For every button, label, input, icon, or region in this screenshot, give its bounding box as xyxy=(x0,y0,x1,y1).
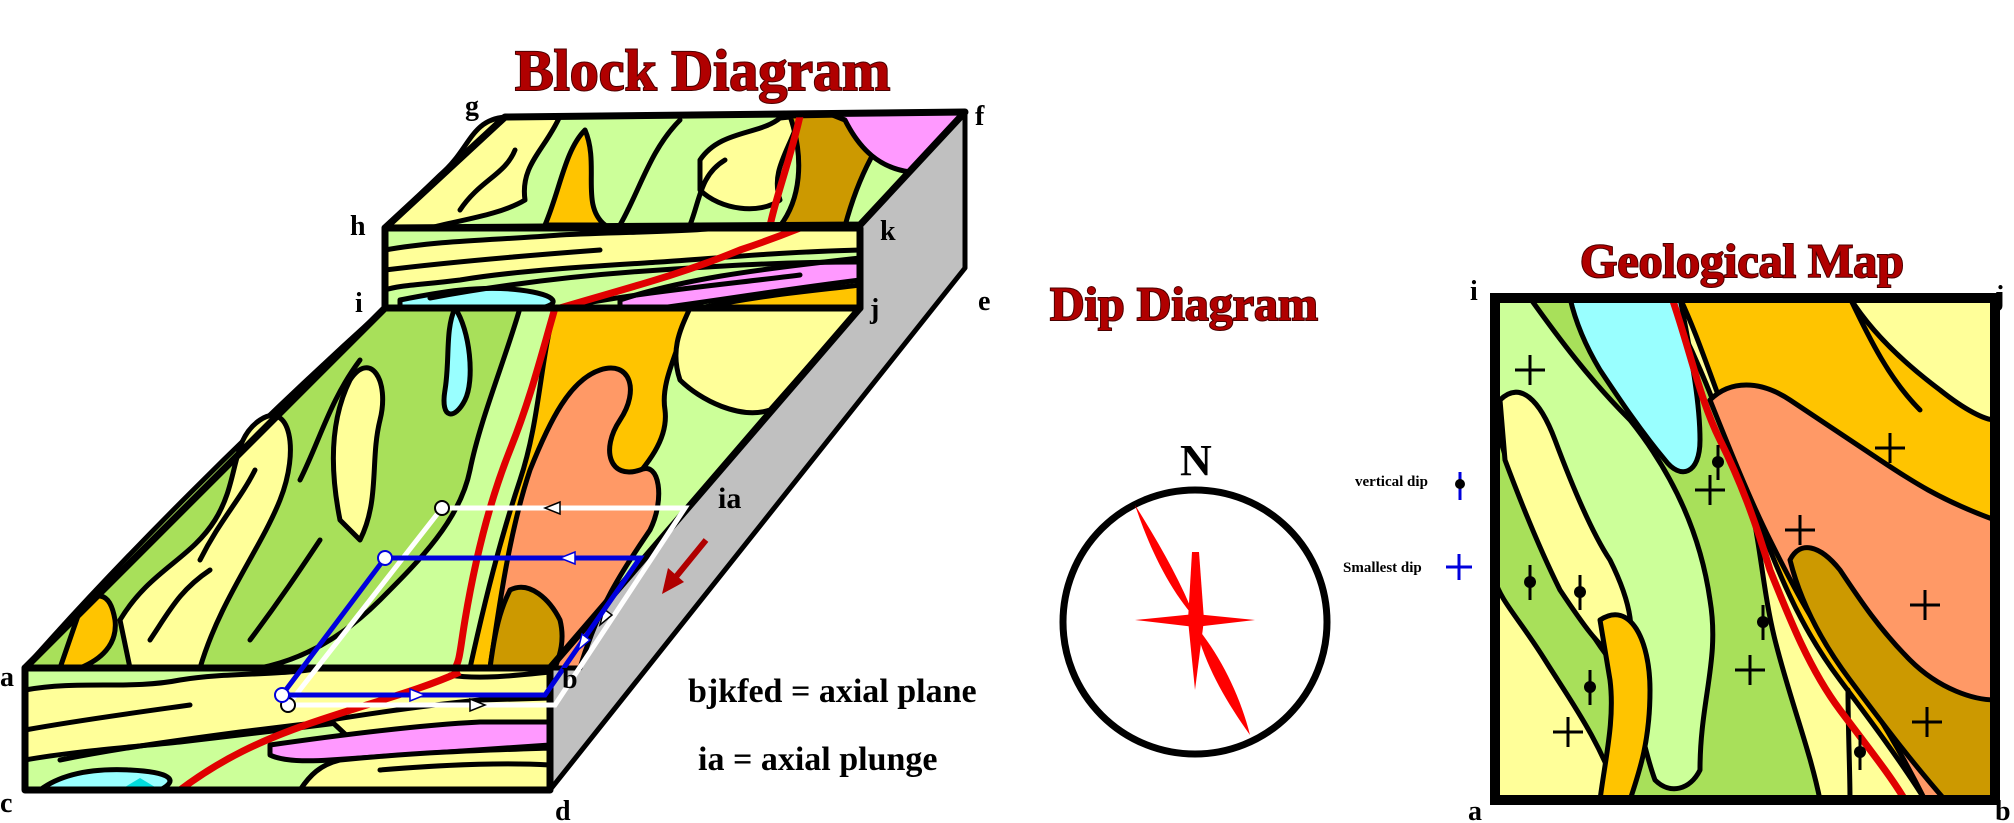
dip-diagram: N xyxy=(1059,436,1331,758)
vertical-dip-symbols xyxy=(1524,445,1866,770)
label-h: h xyxy=(350,211,366,242)
label-k: k xyxy=(880,216,896,247)
map-label-i: i xyxy=(1470,276,1478,307)
upper-top-surface xyxy=(381,108,969,232)
axial-plane-caption: bjkfed = axial plane xyxy=(688,673,977,710)
axial-plane-blue xyxy=(274,550,645,703)
block-diagram: g f h k i j e a b c d ia bjkfed = axial … xyxy=(0,91,990,823)
dip-diagram-title: Dip Diagram xyxy=(1050,278,1318,331)
axial-plunge-arrow xyxy=(662,538,709,594)
label-i: i xyxy=(355,288,363,319)
label-j: j xyxy=(869,294,879,325)
legend-smallest-dip-label: Smallest dip xyxy=(1343,560,1422,576)
label-e: e xyxy=(978,286,990,317)
geological-map-title: Geological Map xyxy=(1580,235,1904,288)
geological-map: i j a b xyxy=(1468,276,2011,823)
fault-lower-front xyxy=(177,668,462,793)
legend-vertical-dip-icon xyxy=(1455,472,1465,500)
lower-top-surface xyxy=(21,304,864,672)
label-f: f xyxy=(975,101,985,132)
legend: vertical dip Smallest dip xyxy=(1343,472,1472,580)
legend-vertical-dip-label: vertical dip xyxy=(1355,474,1428,490)
label-d: d xyxy=(555,796,571,823)
map-label-j: j xyxy=(1994,281,2004,312)
compass-north-label: N xyxy=(1180,436,1212,485)
dip-star-symbol xyxy=(1135,505,1255,735)
map-label-a: a xyxy=(1468,796,1482,823)
map-frame xyxy=(1490,293,2000,805)
axial-plunge-caption: ia = axial plunge xyxy=(698,741,937,778)
block-diagram-title: Block Diagram xyxy=(515,38,890,103)
fault-upper-front xyxy=(558,224,802,312)
label-b: b xyxy=(562,664,578,695)
label-g: g xyxy=(465,91,479,122)
label-a: a xyxy=(0,662,14,693)
legend-smallest-dip-icon xyxy=(1446,554,1472,580)
lower-front-face xyxy=(21,664,554,794)
fault-upper xyxy=(766,115,804,227)
map-label-b: b xyxy=(1995,796,2011,823)
label-ia: ia xyxy=(718,482,741,515)
fault-lower-top xyxy=(451,307,559,670)
upper-front-face xyxy=(381,224,864,312)
smallest-dip-symbols xyxy=(1515,355,1942,747)
label-c: c xyxy=(0,788,12,819)
